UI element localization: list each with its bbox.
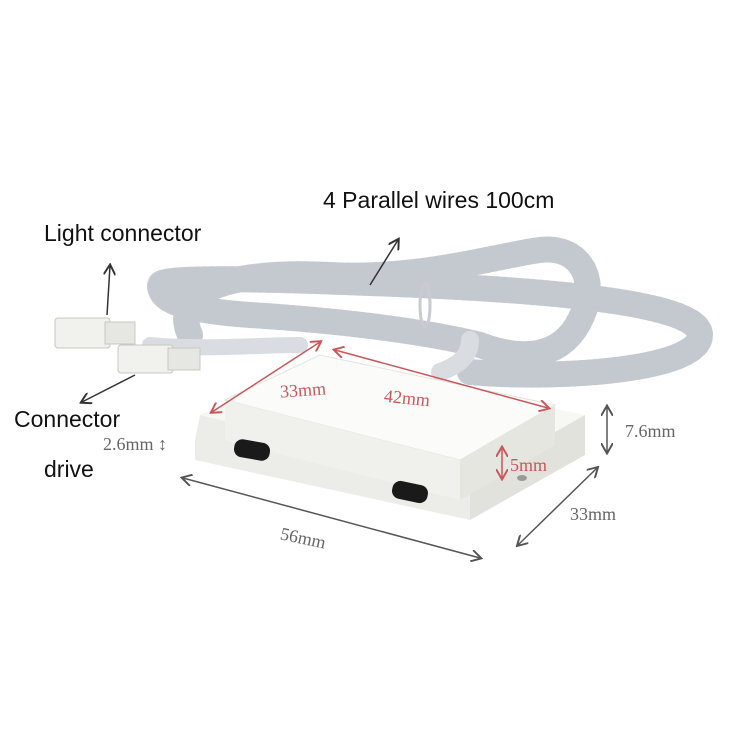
drive-connector-arrow — [82, 374, 136, 402]
wires-pointer-arrow — [369, 240, 398, 286]
connector-drive-label-2: drive — [44, 456, 94, 482]
light-connector-label: Light connector — [44, 220, 202, 246]
light-connector-arrow — [107, 266, 110, 316]
top-depth-label: 33mm — [279, 378, 327, 402]
ribbon-wire — [142, 236, 714, 388]
drive-connector — [117, 344, 201, 374]
flange-thickness-label: 2.6mm ↕ — [103, 434, 168, 454]
cable-tie — [418, 281, 432, 329]
sensor-window-left — [233, 439, 271, 461]
base-depth-label: 33mm — [570, 504, 617, 524]
total-height-label: 7.6mm — [625, 421, 676, 441]
wires-label: 4 Parallel wires 100cm — [323, 187, 555, 213]
light-connector — [54, 317, 136, 349]
connector-drive-label-1: Connector — [14, 406, 121, 432]
body-height-label: 5mm — [510, 455, 548, 475]
